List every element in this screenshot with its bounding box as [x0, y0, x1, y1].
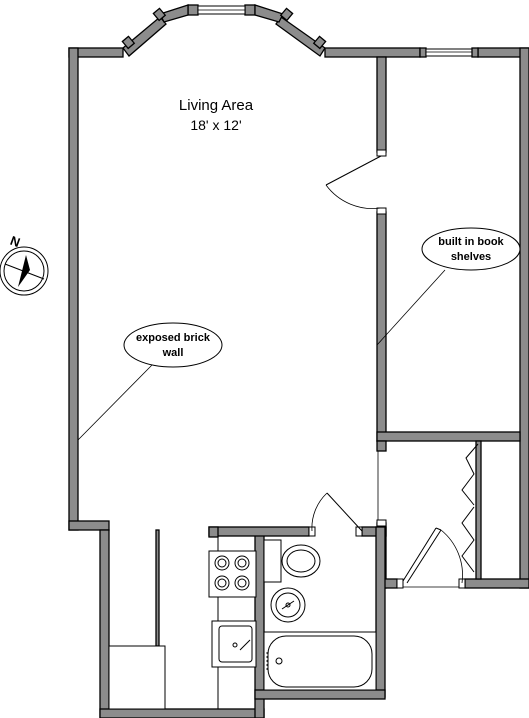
bathroom	[263, 539, 377, 691]
bay-window	[121, 4, 327, 57]
callout-brick-line1: exposed brick	[136, 332, 211, 344]
compass: N	[0, 233, 49, 296]
bath-sink	[270, 587, 306, 623]
kitchen-sink	[211, 620, 257, 668]
leader-brick-wall	[77, 364, 153, 441]
bifold-doors-closet	[461, 443, 479, 573]
window-right	[419, 47, 479, 58]
refrigerator	[108, 645, 166, 710]
door-shelf-room	[325, 149, 387, 215]
callout-brick-wall: exposed brick wall	[123, 322, 223, 368]
leader-book-shelves	[376, 269, 446, 346]
door-closet-bottom	[376, 451, 466, 589]
toilet	[263, 539, 321, 583]
stove	[208, 550, 257, 598]
callout-book-shelves: built in book shelves	[421, 227, 521, 271]
callout-shelves-line2: shelves	[451, 251, 491, 263]
compass-needle-icon	[18, 255, 30, 287]
walls	[68, 47, 529, 718]
living-area-title: Living Area	[179, 97, 254, 114]
callout-shelves-line1: built in book	[438, 236, 504, 248]
kitchen	[108, 536, 257, 710]
callout-brick-line2: wall	[162, 347, 184, 359]
door-living-bottom	[308, 492, 363, 537]
living-area-dimensions: 18' x 12'	[190, 117, 241, 133]
bathtub	[263, 631, 377, 691]
